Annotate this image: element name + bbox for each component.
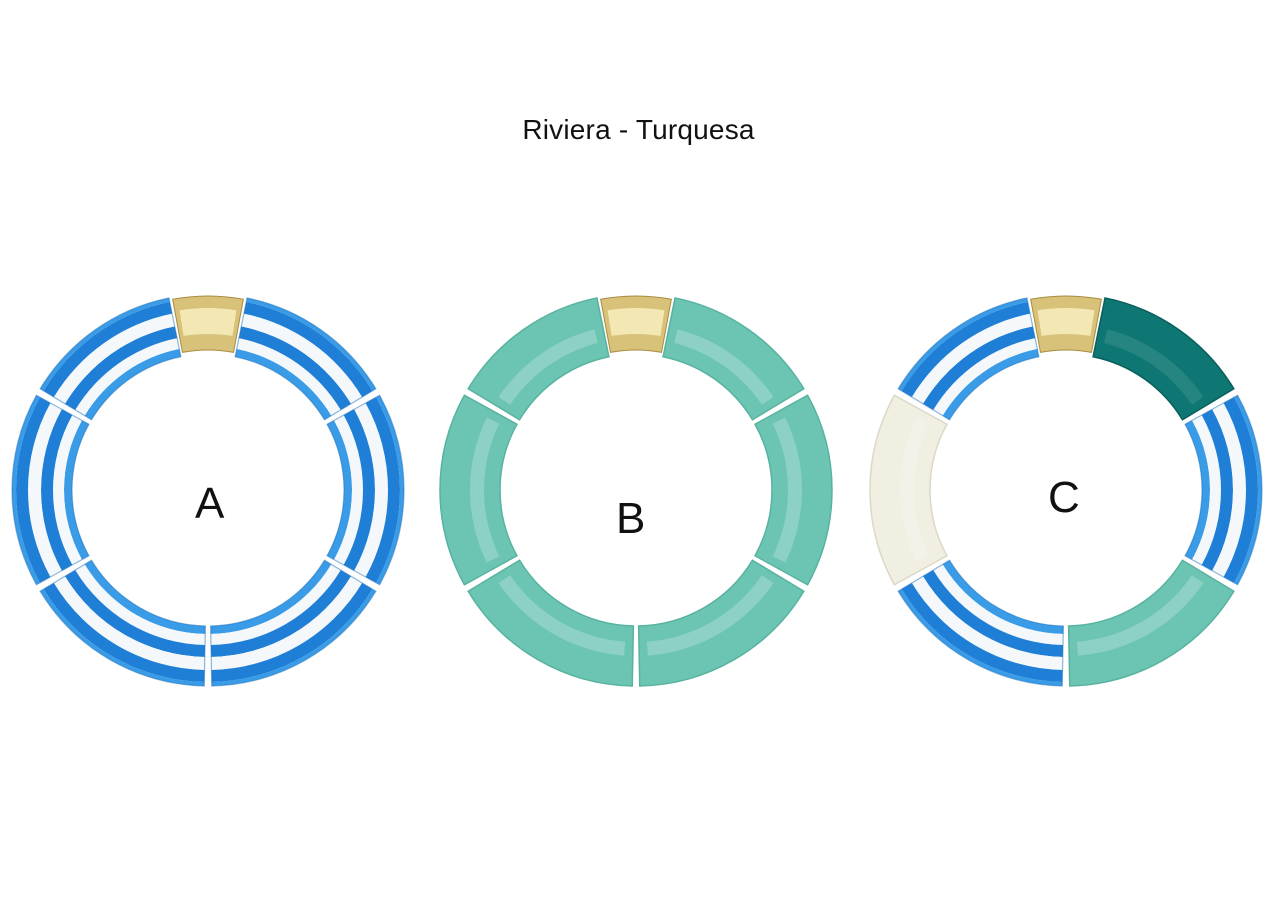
bracelet-b-label: B xyxy=(616,494,646,543)
bracelet-a-label: A xyxy=(195,479,225,528)
gold-clasp-icon xyxy=(1030,295,1102,353)
bead-stripe xyxy=(39,297,182,421)
bead-turquoise xyxy=(467,297,610,421)
bead-turquoise xyxy=(662,297,805,421)
gold-clasp-icon xyxy=(172,295,244,353)
bead-stripe xyxy=(897,559,1065,687)
gold-clasp-icon xyxy=(600,295,672,353)
bracelet-a-image xyxy=(11,295,405,687)
bracelet-b-image xyxy=(439,295,833,687)
bead-stripe xyxy=(11,394,90,586)
bead-teal xyxy=(1092,297,1235,421)
bead-stripe xyxy=(209,559,377,687)
bracelet-b xyxy=(436,290,836,690)
bead-ivory xyxy=(869,394,948,586)
bead-turquoise xyxy=(1067,559,1235,687)
bead-turquoise xyxy=(439,394,518,586)
bracelet-a xyxy=(8,290,408,690)
bead-turquoise xyxy=(467,559,635,687)
bead-turquoise xyxy=(637,559,805,687)
bracelet-c xyxy=(866,290,1266,690)
bead-stripe xyxy=(897,297,1040,421)
bead-stripe xyxy=(234,297,377,421)
bead-stripe xyxy=(39,559,207,687)
bead-turquoise xyxy=(754,394,833,586)
bracelet-c-label: C xyxy=(1048,473,1080,522)
bead-stripe xyxy=(1184,394,1263,586)
page-title: Riviera - Turquesa xyxy=(522,114,755,145)
bracelet-c-image xyxy=(869,295,1263,687)
bead-stripe xyxy=(326,394,405,586)
